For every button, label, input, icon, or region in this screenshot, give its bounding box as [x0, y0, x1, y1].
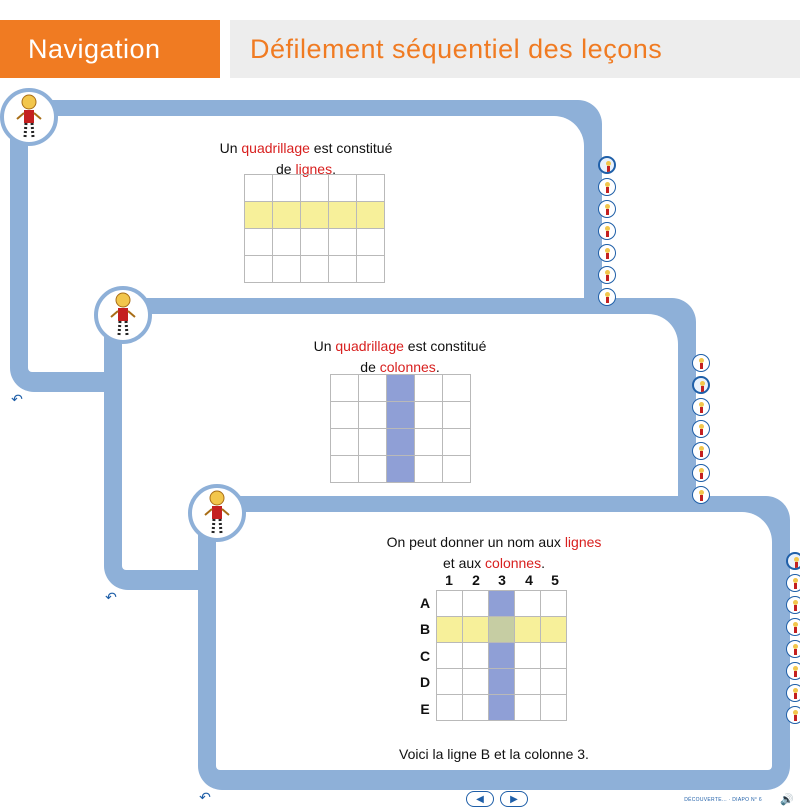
lesson-rail: [692, 354, 712, 504]
slide-1-text: Un quadrillage est constitué de lignes.: [219, 140, 393, 177]
lesson-dot[interactable]: [692, 486, 710, 504]
grid-columns: [330, 374, 471, 483]
lesson-dot[interactable]: [786, 706, 800, 724]
next-icon[interactable]: ▶: [500, 791, 528, 807]
lesson-dot[interactable]: [598, 156, 616, 174]
row-label: D: [419, 674, 431, 690]
lesson-dot[interactable]: [786, 640, 800, 658]
lesson-dot[interactable]: [786, 618, 800, 636]
slide-footer: DÉCOUVERTE... · DIAPO N° 6: [684, 797, 762, 803]
lesson-rail: [598, 156, 618, 306]
lesson-dot[interactable]: [598, 288, 616, 306]
back-arrow-icon[interactable]: ↶: [199, 788, 211, 805]
column-label: 2: [472, 572, 480, 588]
lesson-dot[interactable]: [598, 244, 616, 262]
previous-icon[interactable]: ◀: [466, 791, 494, 807]
mascot-icon: [0, 88, 58, 146]
row-label: B: [419, 621, 431, 637]
row-label: A: [419, 595, 431, 611]
column-label: 5: [551, 572, 559, 588]
slide-nav: ◀ ▶: [466, 791, 528, 807]
lesson-rail: [786, 552, 800, 724]
grid-rows: [244, 174, 385, 283]
grid-named: [436, 590, 567, 721]
column-label: 4: [525, 572, 533, 588]
column-label: 1: [445, 572, 453, 588]
lesson-dot[interactable]: [692, 420, 710, 438]
slide-1: Un quadrillage est constitué de lignes. …: [0, 88, 616, 407]
row-label: E: [420, 701, 430, 717]
slide-3-text: On peut donner un nom aux lignes et aux …: [386, 534, 602, 571]
lesson-dot[interactable]: [692, 376, 710, 394]
lesson-dot[interactable]: [598, 222, 616, 240]
lesson-dot[interactable]: [692, 398, 710, 416]
lesson-dot[interactable]: [786, 574, 800, 592]
lesson-dot[interactable]: [786, 552, 800, 570]
mascot-icon: [188, 484, 246, 542]
lesson-dot[interactable]: [598, 178, 616, 196]
page-title: Défilement séquentiel des leçons: [230, 20, 800, 78]
lesson-dot[interactable]: [786, 684, 800, 702]
lesson-dot[interactable]: [692, 354, 710, 372]
column-label: 3: [498, 572, 506, 588]
row-label: C: [419, 648, 431, 664]
lesson-dot[interactable]: [692, 464, 710, 482]
slide-3-caption: Voici la ligne B et la colonne 3.: [399, 746, 589, 762]
slide-2-text: Un quadrillage est constitué de colonnes…: [313, 338, 487, 375]
back-arrow-icon[interactable]: ↶: [105, 588, 117, 605]
highlighted-row: [244, 201, 385, 229]
slide-3-content: On peut donner un nom aux lignes et aux …: [216, 512, 772, 770]
section-label: Navigation: [0, 20, 220, 78]
lesson-dot[interactable]: [692, 442, 710, 460]
back-arrow-icon[interactable]: ↶: [11, 390, 23, 407]
lesson-dot[interactable]: [598, 200, 616, 218]
lesson-dot[interactable]: [786, 596, 800, 614]
lesson-dot[interactable]: [598, 266, 616, 284]
slide-3: On peut donner un nom aux lignes et aux …: [188, 484, 800, 807]
mascot-icon: [94, 286, 152, 344]
lesson-dot[interactable]: [786, 662, 800, 680]
